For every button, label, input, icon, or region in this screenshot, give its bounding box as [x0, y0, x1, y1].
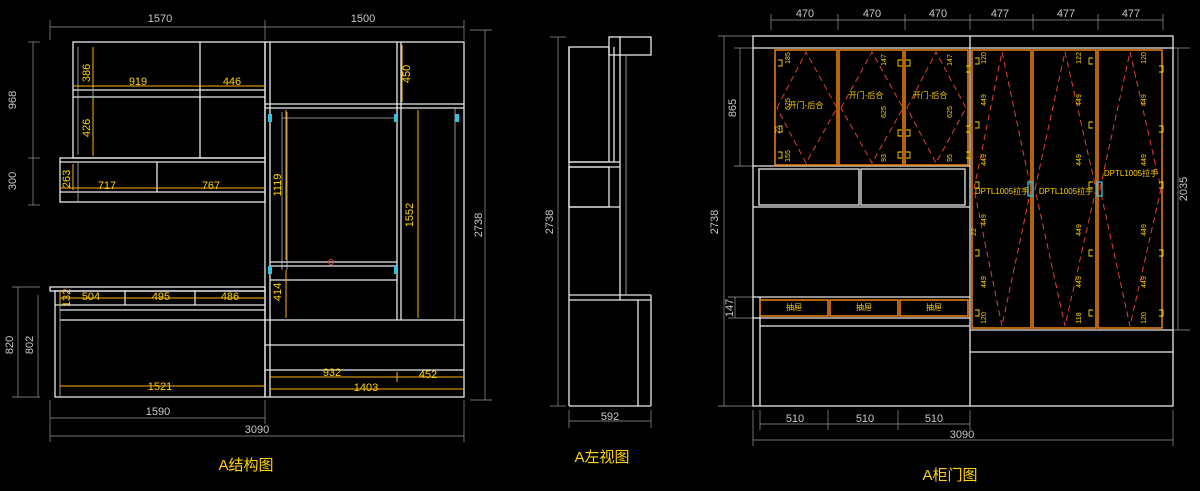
- side-view-title: A左视图: [574, 449, 629, 466]
- svg-text:449: 449: [981, 154, 988, 166]
- svg-text:155: 155: [785, 150, 792, 162]
- dim-door-2035: 2035: [1178, 177, 1190, 201]
- door-label-3: 开门-后合: [913, 90, 948, 100]
- dim-426: 426: [81, 119, 93, 137]
- svg-text:625: 625: [881, 106, 888, 118]
- svg-text:147: 147: [947, 54, 954, 66]
- dim-left-802: 802: [24, 336, 36, 354]
- door-view: 470 470 470 477 477 477 865 2738 147 203…: [709, 8, 1190, 484]
- dim-446: 446: [223, 76, 241, 88]
- dim-263: 263: [61, 170, 73, 188]
- svg-text:185: 185: [785, 52, 792, 64]
- dim-left-300: 300: [7, 172, 19, 190]
- svg-text:93: 93: [881, 154, 888, 162]
- svg-text:147: 147: [881, 54, 888, 66]
- dim-717: 717: [98, 180, 116, 192]
- door-label-2: 开门-后合: [849, 90, 884, 100]
- dim-386: 386: [81, 64, 93, 82]
- dim-door-top-1: 470: [796, 8, 814, 20]
- structure-view: 1570 1500 968 300 820 802 2738: [4, 13, 492, 474]
- dim-1403: 1403: [354, 382, 378, 394]
- dim-1552: 1552: [404, 203, 416, 227]
- svg-text:449: 449: [1141, 154, 1148, 166]
- dim-495: 495: [152, 291, 170, 303]
- dim-450: 450: [401, 65, 413, 83]
- side-view: 2738 592 A左视图: [544, 36, 652, 466]
- dim-767: 767: [202, 180, 220, 192]
- svg-text:120: 120: [981, 312, 988, 324]
- handle-label-1: DPTL1005拉手: [975, 186, 1029, 196]
- svg-text:449: 449: [1076, 276, 1083, 288]
- dim-486: 486: [221, 291, 239, 303]
- svg-text:449: 449: [981, 94, 988, 106]
- svg-text:120: 120: [1141, 52, 1148, 64]
- dim-1521: 1521: [148, 381, 172, 393]
- dim-left-820: 820: [4, 336, 16, 354]
- svg-text:449: 449: [1076, 224, 1083, 236]
- dim-side-592: 592: [601, 411, 619, 423]
- dim-door-bottom-3: 510: [925, 413, 943, 425]
- svg-text:449: 449: [1141, 224, 1148, 236]
- structure-view-title: A结构图: [218, 457, 273, 474]
- drawer-label-1: 抽屉: [786, 302, 802, 312]
- small-dims-tall-col2: 122 449 449 449 449 118: [1076, 52, 1083, 324]
- dim-932: 932: [323, 367, 341, 379]
- drawer-label-2: 抽屉: [856, 302, 872, 312]
- dim-door-top-3: 470: [929, 8, 947, 20]
- drawer-label-3: 抽屉: [926, 302, 942, 312]
- dim-door-top-2: 470: [863, 8, 881, 20]
- dim-door-147: 147: [724, 299, 736, 317]
- dim-door-top-6: 477: [1122, 8, 1140, 20]
- small-dims-tall-col1: 120 449 449 449 22 449 120: [971, 52, 988, 324]
- dim-1590: 1590: [146, 406, 170, 418]
- svg-text:449: 449: [1141, 94, 1148, 106]
- handle-label-2: DPTL1005拉手: [1039, 186, 1093, 196]
- dim-side-2738: 2738: [544, 210, 556, 234]
- svg-text:122: 122: [1076, 52, 1083, 64]
- door-label-1: 开门-后合: [789, 100, 824, 110]
- dim-left-968: 968: [7, 91, 19, 109]
- dim-top-right: 1500: [351, 13, 375, 25]
- dim-132: 132: [61, 289, 73, 307]
- dim-door-2738: 2738: [709, 210, 721, 234]
- svg-text:95: 95: [947, 154, 954, 162]
- svg-text:449: 449: [1076, 154, 1083, 166]
- dim-door-bottom-1: 510: [786, 413, 804, 425]
- dim-door-bottom-2: 510: [856, 413, 874, 425]
- svg-text:449: 449: [1141, 276, 1148, 288]
- dim-door-865: 865: [727, 99, 739, 117]
- small-dims-upper-left: 185 625 22 155: [775, 52, 792, 162]
- dim-door-top-5: 477: [1057, 8, 1075, 20]
- handle-label-3: DPTL1005拉手: [1104, 168, 1158, 178]
- small-dims-tall-col3: 120 449 449 449 449 120: [1141, 52, 1148, 324]
- dim-919: 919: [129, 76, 147, 88]
- dim-top-left: 1570: [148, 13, 172, 25]
- svg-text:449: 449: [981, 214, 988, 226]
- svg-text:625: 625: [947, 106, 954, 118]
- small-dims-upper-mid: 147 625 93: [881, 54, 888, 162]
- svg-text:22: 22: [775, 126, 782, 134]
- svg-text:449: 449: [1076, 94, 1083, 106]
- svg-text:625: 625: [785, 98, 792, 110]
- svg-text:22: 22: [971, 228, 978, 236]
- dim-452: 452: [419, 369, 437, 381]
- svg-text:449: 449: [981, 276, 988, 288]
- svg-text:120: 120: [1141, 312, 1148, 324]
- dim-door-3090: 3090: [950, 429, 974, 441]
- dim-504: 504: [82, 291, 100, 303]
- small-dims-upper-right: 147 625 95: [947, 54, 954, 162]
- dim-door-top-4: 477: [991, 8, 1009, 20]
- svg-text:120: 120: [981, 52, 988, 64]
- svg-text:118: 118: [1076, 312, 1083, 323]
- dim-1119: 1119: [272, 174, 284, 197]
- dim-3090-structure: 3090: [245, 424, 269, 436]
- dim-right-2738: 2738: [473, 213, 485, 237]
- door-view-title: A柜门图: [922, 467, 977, 484]
- dim-414: 414: [272, 283, 284, 301]
